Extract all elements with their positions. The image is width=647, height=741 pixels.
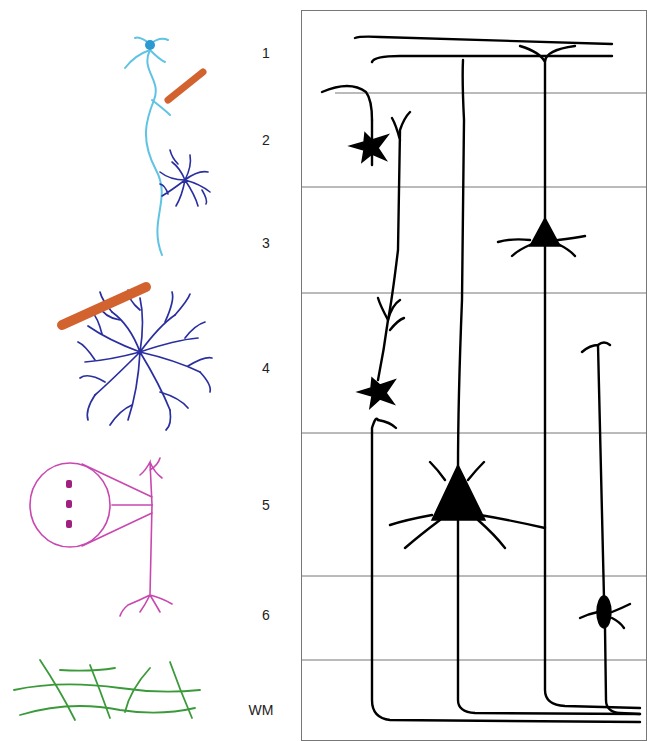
layer-number: 1 (262, 46, 270, 60)
neuron-somata (350, 133, 611, 628)
synapse-dots (66, 480, 72, 528)
layer-number: 4 (262, 361, 270, 375)
layer-grid (301, 11, 647, 741)
neuron-soma (145, 40, 155, 50)
cortical-neurons (322, 37, 640, 722)
layer-number: WM (249, 703, 274, 717)
white-matter-fibres (14, 660, 200, 720)
pyramidal-schematic (30, 458, 172, 616)
contact-bar (62, 287, 146, 325)
double-bouquet-cell (125, 38, 170, 255)
layer-number: 5 (262, 498, 270, 512)
layer-number: 6 (262, 608, 270, 622)
layer-number: 2 (262, 133, 270, 147)
small-axon-arbor (160, 150, 210, 206)
contact-bar (168, 72, 203, 100)
layer-number: 3 (262, 236, 270, 250)
